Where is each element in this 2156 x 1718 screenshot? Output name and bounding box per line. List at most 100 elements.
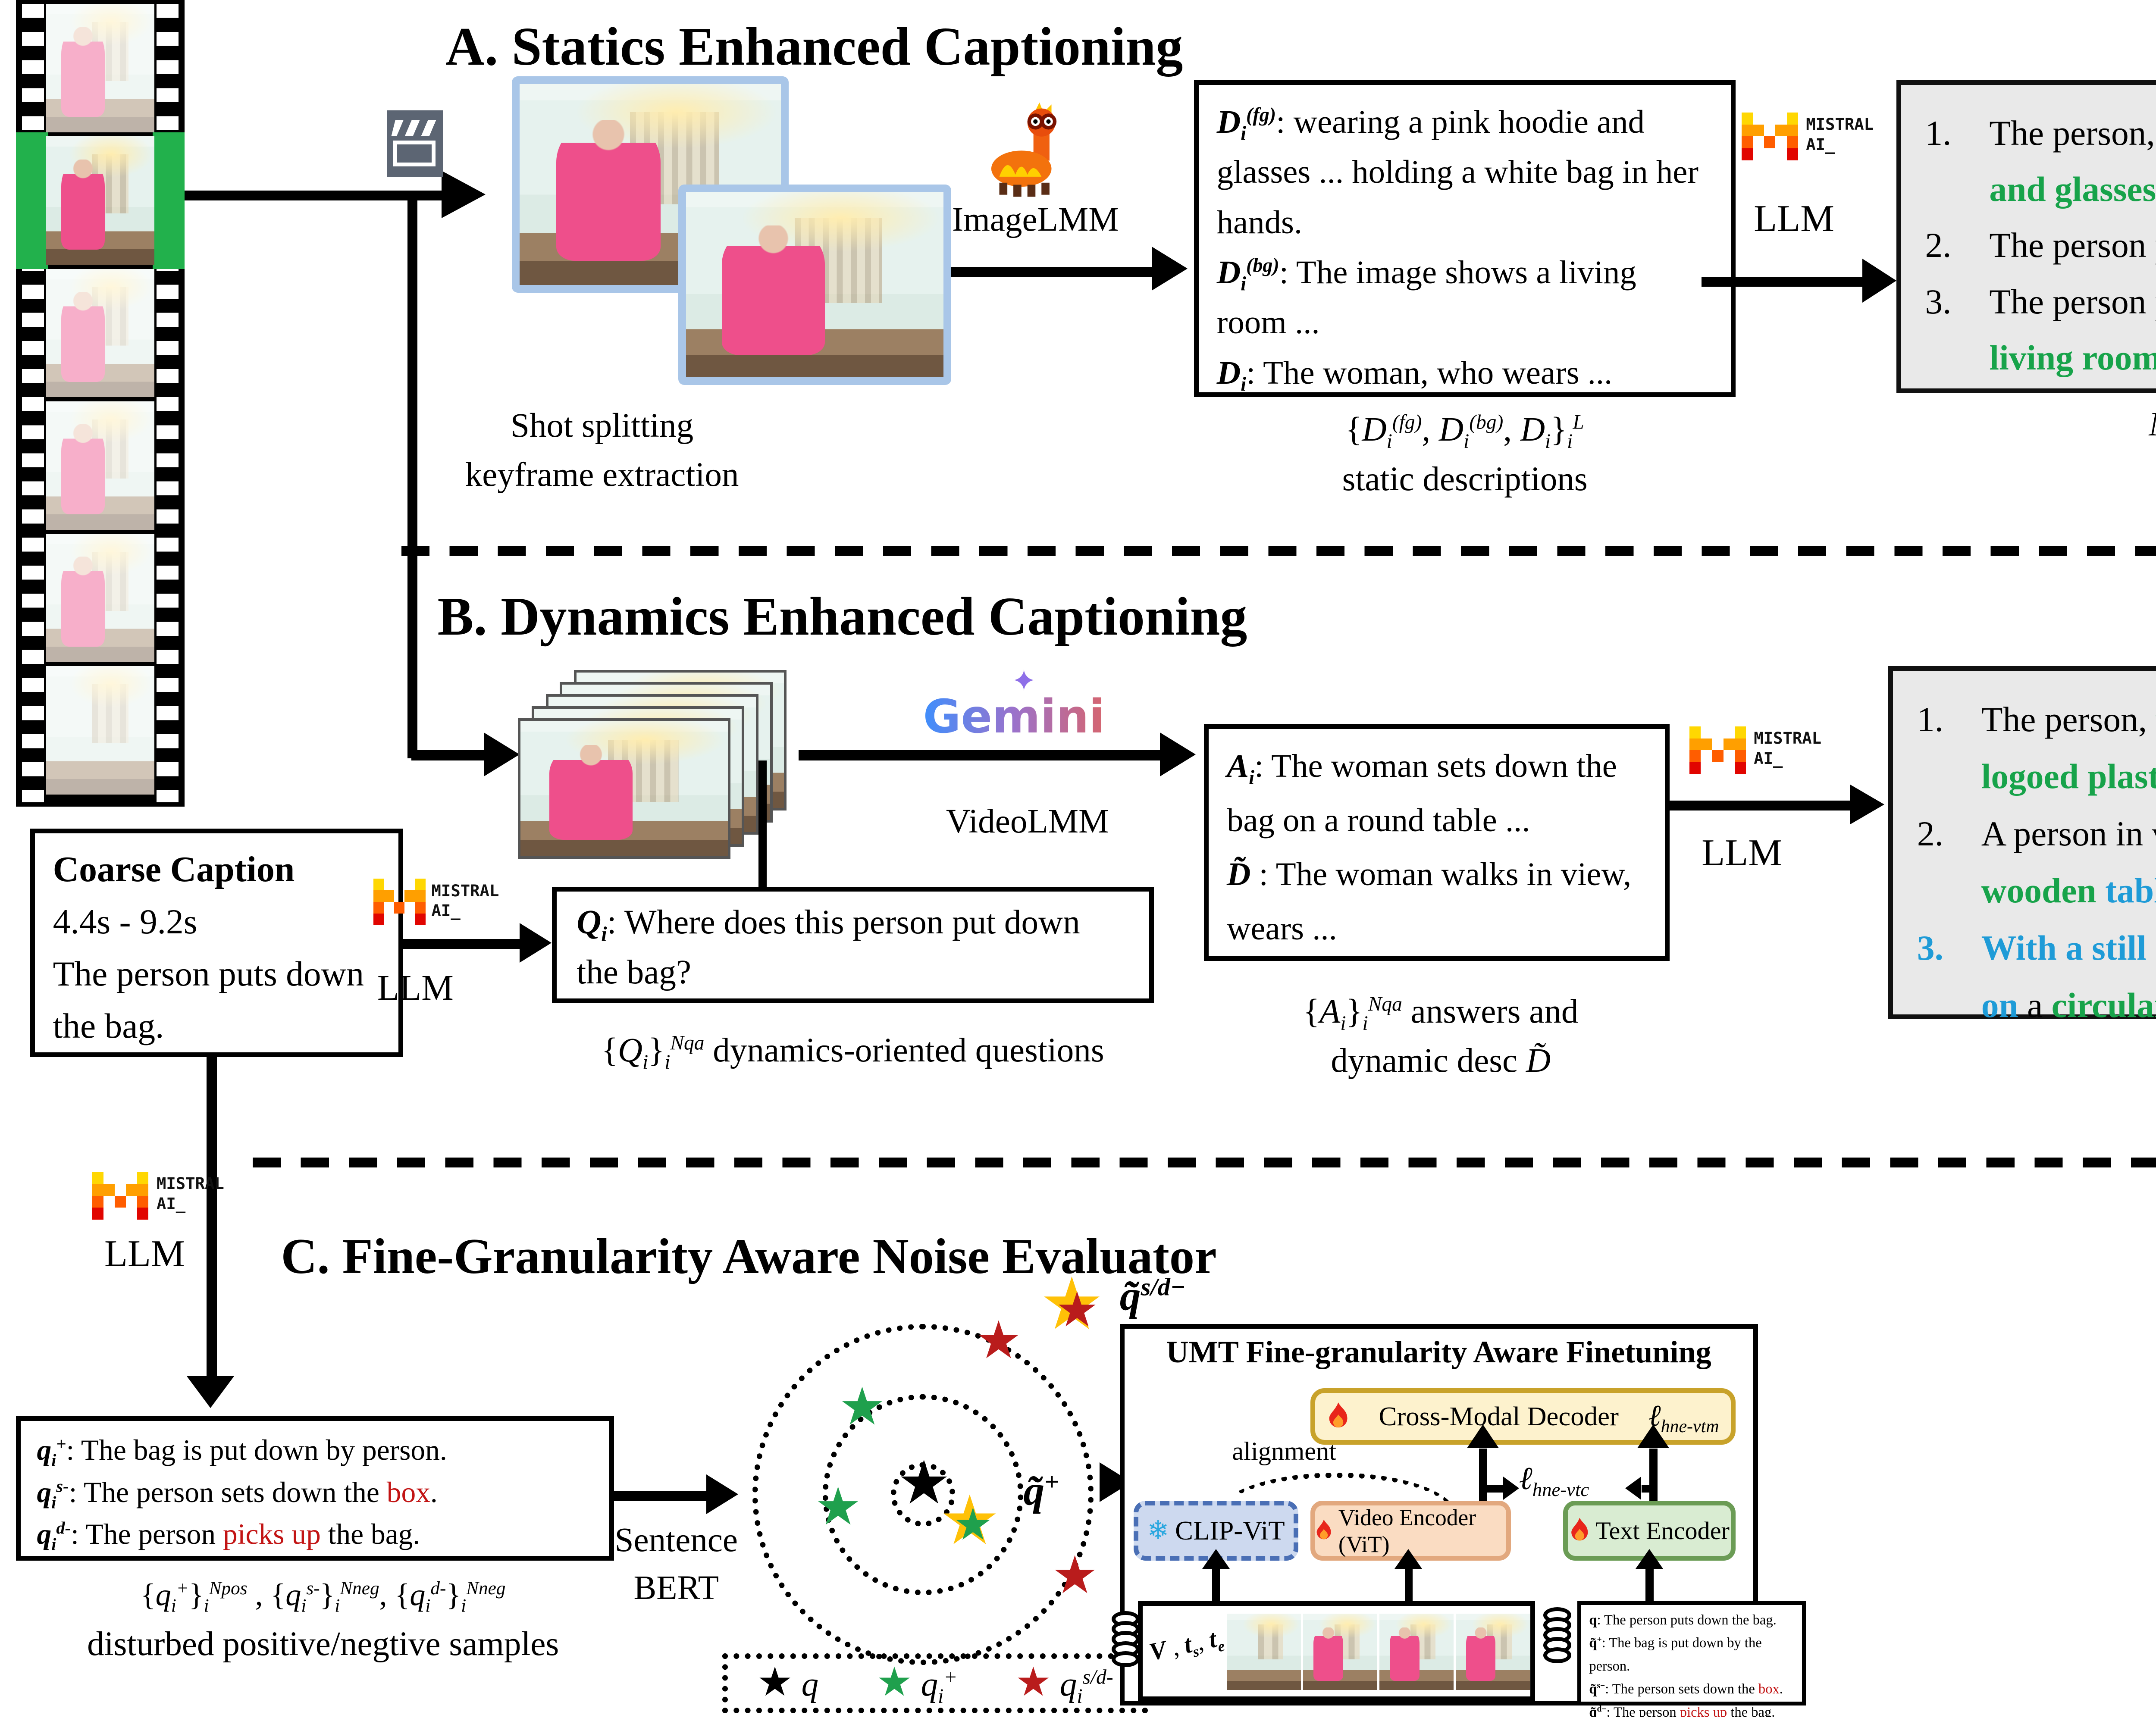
video-input-strip: V , ts, te	[1138, 1601, 1535, 1702]
ns-caption: Ns statics enhanced captions	[1896, 405, 2156, 444]
caption-item: 3. With a still gaze, the figure in pink…	[1917, 920, 2156, 1034]
connector	[758, 760, 767, 887]
star-legend: ★ q ★ qi+ ★ qis/d-	[722, 1653, 1148, 1714]
caption-text: The person, who is a woman wearing a pin…	[1989, 113, 2156, 209]
star-icon: ★	[757, 1659, 793, 1705]
samples-caption: disturbed positive/negtive samples	[87, 1625, 559, 1663]
legend-label: qis/d-	[1059, 1666, 1113, 1708]
answer-line: Ai: The woman sets down the bag on a rou…	[1227, 748, 1617, 839]
caption-text: The person, wearing a pink hoodie and gl…	[1981, 699, 2156, 796]
database-icon	[1109, 1611, 1141, 1668]
mini-line: q̃+: The bag is put down by the person.	[1589, 1635, 1762, 1674]
shot-splitting-caption: Shot splitting keyframe extraction	[411, 401, 793, 500]
star-icon: ★	[1015, 1659, 1051, 1705]
alignment-label: alignment	[1232, 1436, 1337, 1466]
caption-line: Shot splitting	[510, 407, 694, 444]
clapperboard-icon	[387, 110, 444, 177]
mini-line: q: The person puts down the bag.	[1589, 1612, 1777, 1628]
star-icon-outline: ★	[939, 1481, 1000, 1561]
connector	[1665, 800, 1850, 811]
coarse-caption-text: The person puts down the bag.	[53, 954, 364, 1046]
cross-modal-decoder: Cross-Modal Decoder ℓhne-vtm	[1310, 1388, 1736, 1445]
star-icon-outline: ★	[1039, 1262, 1104, 1346]
star-icon-anchor: ★	[897, 1447, 951, 1518]
sample-line: qi+: The bag is put down by person.	[37, 1434, 447, 1470]
star-icon-positive: ★	[815, 1476, 862, 1537]
mistral-wordmark: MISTRAL AI_	[157, 1173, 253, 1214]
legend-item: ★ q	[757, 1662, 818, 1704]
llm-label: LLM	[377, 968, 454, 1008]
caption-text: With a still gaze, the figure in pink at…	[1981, 928, 2156, 1025]
section-divider	[253, 1158, 2156, 1168]
llm-label: LLM	[1754, 197, 1834, 240]
video-frame	[517, 718, 730, 859]
caption-text: The person puts down a white bag on the …	[1989, 225, 2156, 265]
answers-box: Ai: The woman sets down the bag on a rou…	[1204, 724, 1670, 961]
gemini-logo: ✦ Gemini	[923, 666, 1144, 754]
film-sprockets-right	[156, 4, 179, 803]
mistral-wordmark: MISTRAL AI_	[1754, 728, 1850, 768]
connector	[799, 750, 1160, 760]
caption-item: 1. The person, wearing a pink hoodie and…	[1917, 691, 2156, 805]
connector	[207, 1057, 217, 1380]
film-sprockets-left	[22, 4, 44, 803]
arrowhead-right	[441, 170, 486, 218]
arrowhead-up	[1637, 1424, 1670, 1449]
caption-line: BERT	[633, 1569, 719, 1607]
caption-item: 1. The person, who is a woman wearing a …	[1925, 105, 2156, 218]
star-icon-negative: ★	[1055, 1281, 1099, 1338]
arrowhead-right	[1850, 784, 1884, 824]
selected-frame-bar-left	[16, 132, 48, 269]
video-frame	[1227, 1614, 1301, 1690]
star-icon: ★	[876, 1659, 912, 1705]
arrowhead-up	[1395, 1549, 1423, 1569]
section-b-title: B. Dynamics Enhanced Captioning	[437, 586, 1247, 647]
caption-number: 1.	[1925, 113, 1952, 153]
connector	[1645, 1569, 1654, 1601]
loss-vtc-label: ℓhne-vtc	[1519, 1461, 1589, 1500]
connector	[407, 197, 417, 759]
wordmark-line: MISTRAL	[1806, 115, 1874, 134]
coarse-caption-box: Coarse Caption 4.4s - 9.2s The person pu…	[30, 828, 404, 1058]
formula: {Di(fg), Di(bg), Di}iL	[1345, 411, 1584, 453]
video-frame	[46, 401, 155, 530]
clapper-top	[391, 120, 438, 137]
llm-label: LLM	[104, 1233, 185, 1275]
arrowhead-right	[706, 1474, 738, 1515]
arrowhead-right	[1503, 1477, 1519, 1500]
wordmark-line: AI_	[1806, 135, 1835, 154]
video-frame	[1303, 1614, 1378, 1690]
mistral-logo-icon	[1742, 112, 1798, 161]
arrowhead-up	[1635, 1549, 1663, 1569]
connector	[1641, 1484, 1658, 1493]
mistral-logo-icon	[92, 1171, 149, 1220]
connector	[1649, 1448, 1658, 1505]
llama-icon	[991, 102, 1057, 197]
mistral-logo-icon	[1689, 726, 1746, 775]
arrowhead-right	[483, 732, 520, 776]
clip-vit-box: ❄ CLIP-ViT	[1134, 1500, 1298, 1561]
desc-line: Di(bg): The image shows a living room ..…	[1216, 254, 1636, 341]
mistral-logo-icon	[373, 879, 426, 925]
star-icon-negative: ★	[1051, 1544, 1098, 1605]
video-frames-stack	[517, 670, 803, 870]
video-frame	[1379, 1614, 1454, 1690]
video-frame-selected	[46, 136, 155, 265]
samples-formula: {qi+}iNpos , {qis-}iNneg, {qid-}iNneg	[141, 1577, 506, 1616]
caption-item: 2. The person puts down a white bag on t…	[1925, 217, 2156, 273]
static-descriptions-caption: {Di(fg), Di(bg), Di}iL static descriptio…	[1194, 405, 1736, 504]
section-c-title: C. Fine-Granularity Aware Noise Evaluato…	[281, 1229, 1217, 1284]
statics-captions-box: 1. The person, who is a woman wearing a …	[1896, 80, 2156, 394]
desc-line: Di: The woman, who wears ...	[1216, 354, 1613, 395]
imagelmm-label: ImageLMM	[952, 201, 1119, 239]
caption-line: Sentence	[614, 1521, 738, 1559]
video-frame	[46, 269, 155, 397]
legend-label: qi+	[921, 1666, 958, 1708]
fire-icon	[1571, 1518, 1588, 1541]
selected-frame-bar-right	[152, 132, 185, 269]
connector	[403, 939, 520, 949]
keyframe-image	[678, 185, 951, 385]
section-a-title: A. Statics Enhanced Captioning	[445, 17, 1183, 77]
connector	[1702, 277, 1862, 287]
